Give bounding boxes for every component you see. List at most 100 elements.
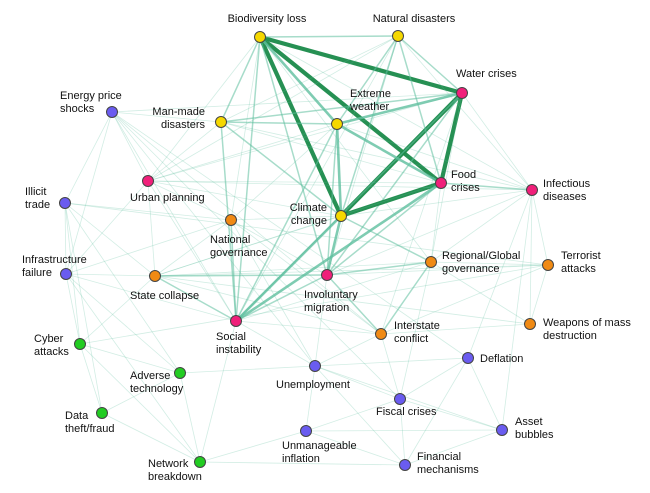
edge-interstate_conflict-national_governance [230,219,382,335]
edge-biodiversity_loss-water_crises [257,34,465,96]
edge-interstate_conflict-terrorist_attacks [380,264,549,335]
node-urban-planning[interactable] [142,175,154,187]
edge-regional_global_governance-infectious_diseases [430,189,533,263]
edge-cyber_attacks-adverse_technology [79,343,181,374]
node-energy-price-shocks[interactable] [106,106,118,118]
label-social-instability: Social instability [216,331,262,356]
edge-fiscal_crises-asset_bubbles [399,398,503,431]
node-adverse-technology[interactable] [174,367,186,379]
edge-social_instability-urban_planning [147,180,237,322]
edge-climate_change-national_governance [230,215,342,221]
node-data-theft[interactable] [96,407,108,419]
node-unmanageable-inflation[interactable] [300,425,312,437]
edge-regional_global_governance-weapons_mass_destruction [430,261,531,325]
node-infectious-diseases[interactable] [526,184,538,196]
node-network-breakdown[interactable] [194,456,206,468]
node-unemployment[interactable] [309,360,321,372]
node-deflation[interactable] [462,352,474,364]
node-regional-global-governance[interactable] [425,256,437,268]
node-man-made-disasters[interactable] [215,116,227,128]
edge-infrastructure_failure-state_collapse [65,273,156,277]
edge-climate_change-extreme_weather [335,122,343,218]
node-climate-change[interactable] [335,210,347,222]
label-unemployment: Unemployment [276,379,350,391]
node-national-governance[interactable] [225,214,237,226]
edge-national_governance-infrastructure_failure [65,219,232,275]
edge-adverse_technology-illicit_trade [64,202,181,374]
edge-unemployment-fiscal_crises [314,365,401,400]
label-interstate-conflict: Interstate conflict [394,320,440,345]
edge-biodiversity_loss-natural_disasters [259,35,399,38]
label-energy-price-shocks: Energy price shocks [60,90,122,115]
edge-national_governance-state_collapse [154,219,232,277]
edge-extreme_weather-national_governance [230,123,338,221]
edge-social_instability-state_collapse [154,275,237,322]
node-terrorist-attacks[interactable] [542,259,554,271]
label-fiscal-crises: Fiscal crises [376,406,437,418]
edge-climate_change-infectious_diseases [340,189,533,217]
edge-climate_change-state_collapse [154,215,342,277]
edge-food_crises-urban_planning [147,180,442,184]
edge-social_instability-interstate_conflict [235,320,382,335]
edge-regional_global_governance-fiscal_crises [399,261,432,400]
edge-food_crises-state_collapse [154,182,442,277]
edge-unemployment-unmanageable_inflation [305,365,316,432]
label-involuntary-migration: Involuntary migration [304,289,358,314]
edge-man_made_disasters-infectious_diseases [220,121,533,191]
edge-cyber_attacks-terrorist_attacks [79,264,549,345]
edge-extreme_weather-social_instability [235,123,338,322]
edge-extreme_weather-urban_planning [147,123,338,182]
edge-interstate_conflict-fiscal_crises [380,333,401,400]
label-financial-mechanisms: Financial mechanisms [417,451,479,476]
edge-social_instability-national_governance [230,219,237,322]
edge-adverse_technology-infrastructure_failure [65,273,181,374]
node-asset-bubbles[interactable] [496,424,508,436]
edge-water_crises-natural_disasters [397,35,463,94]
edge-involuntary_migration-terrorist_attacks [326,264,549,276]
edge-biodiversity_loss-involuntary_migration [259,36,328,276]
label-terrorist-attacks: Terrorist attacks [561,250,601,275]
node-state-collapse[interactable] [149,270,161,282]
node-social-instability[interactable] [230,315,242,327]
edge-food_crises-infectious_diseases [440,182,533,191]
edge-fiscal_crises-energy_price_shocks [111,111,401,400]
edge-water_crises-interstate_conflict [380,92,463,335]
node-extreme-weather[interactable] [331,118,343,130]
node-water-crises[interactable] [456,87,468,99]
edge-climate_change-food_crises [338,180,444,219]
edge-terrorist_attacks-weapons_mass_destruction [529,264,549,325]
edge-network_breakdown-data_theft [101,412,201,463]
edge-cyber_attacks-illicit_trade [64,202,81,345]
edge-involuntary_migration-national_governance [230,219,328,276]
edge-natural_disasters-social_instability [235,35,399,322]
edge-biodiversity_loss-social_instability [235,36,261,322]
edge-regional_global_governance-terrorist_attacks [430,261,549,266]
node-cyber-attacks[interactable] [74,338,86,350]
edge-social_instability-energy_price_shocks [111,111,237,322]
edge-urban_planning-infectious_diseases [147,180,533,191]
edge-climate_change-involuntary_migration [325,214,343,277]
edge-terrorist_attacks-infectious_diseases [531,189,549,266]
node-infrastructure-failure[interactable] [60,268,72,280]
edge-climate_change-regional_global_governance [340,215,432,263]
edge-involuntary_migration-regional_global_governance [326,261,432,276]
node-involuntary-migration[interactable] [321,269,333,281]
edge-extreme_weather-man_made_disasters [220,121,338,125]
edge-network_breakdown-unmanageable_inflation [199,430,307,463]
edge-biodiversity_loss-urban_planning [147,36,261,182]
node-weapons-mass-destruction[interactable] [524,318,536,330]
node-interstate-conflict[interactable] [375,328,387,340]
node-illicit-trade[interactable] [59,197,71,209]
edge-infectious_diseases-deflation [467,189,533,359]
node-food-crises[interactable] [435,177,447,189]
edge-social_instability-involuntary_migration [235,274,328,322]
edge-natural_disasters-infectious_diseases [397,35,533,191]
label-network-breakdown: Network breakdown [148,458,202,483]
node-biodiversity-loss[interactable] [254,31,266,43]
node-financial-mechanisms[interactable] [399,459,411,471]
node-natural-disasters[interactable] [392,30,404,42]
edge-water_crises-extreme_weather [335,91,464,126]
node-fiscal-crises[interactable] [394,393,406,405]
edge-urban_planning-state_collapse [147,180,156,277]
edge-regional_global_governance-state_collapse [154,261,432,277]
